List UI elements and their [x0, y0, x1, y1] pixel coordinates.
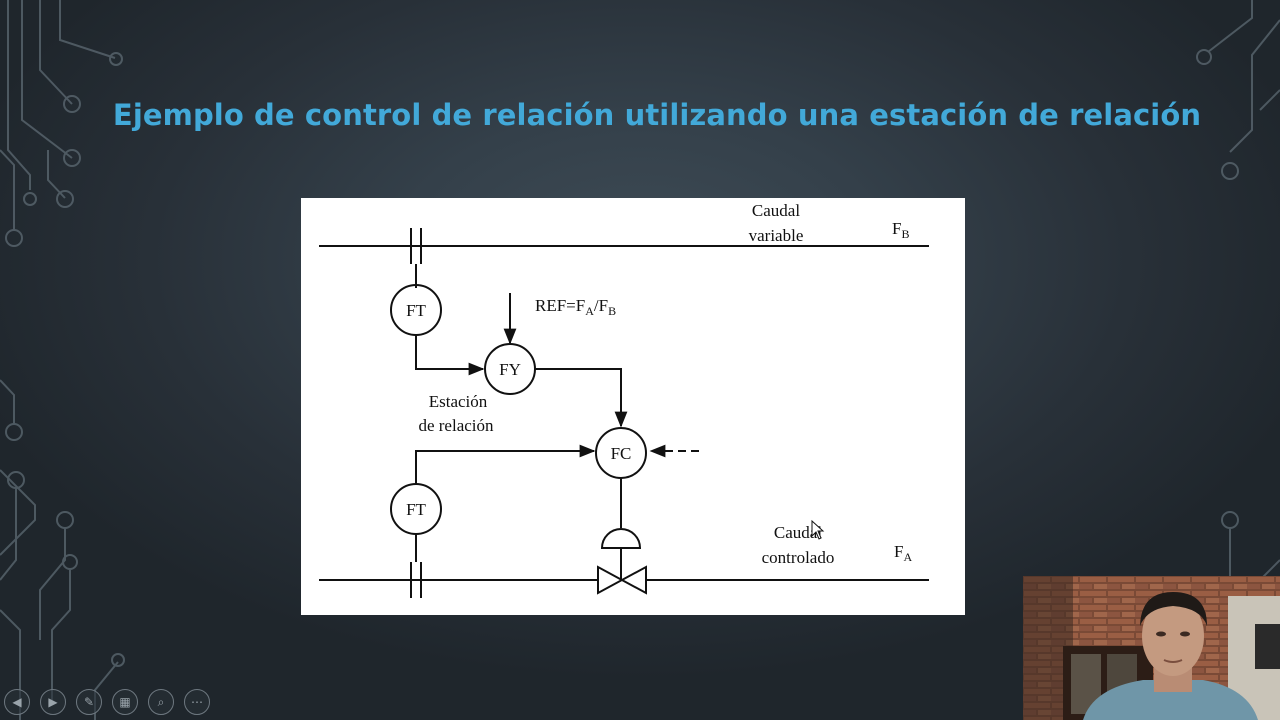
magnifier-icon: ⌕	[157, 694, 165, 709]
flow-a-label: FA	[894, 542, 912, 564]
control-valve	[597, 565, 647, 595]
ft-bottom-label: FT	[406, 500, 426, 519]
see-all-slides-button[interactable]: ▦	[112, 689, 138, 715]
fc-label: FC	[611, 444, 632, 463]
pen-button[interactable]: ✎	[76, 689, 102, 715]
slide-title: Ejemplo de control de relación utilizand…	[112, 98, 1202, 132]
more-options-button[interactable]: ⋯	[184, 689, 210, 715]
caudal-variable-line2: variable	[749, 226, 804, 245]
slideshow-toolbar: ◀ ▶ ✎ ▦ ⌕ ⋯	[4, 688, 210, 716]
next-slide-button[interactable]: ▶	[40, 689, 66, 715]
pen-icon: ✎	[83, 695, 95, 709]
caudal-variable-line1: Caudal	[752, 201, 800, 220]
slides-grid-icon: ▦	[119, 695, 131, 709]
valve-actuator	[600, 528, 642, 549]
mouse-cursor-icon	[811, 519, 825, 540]
zoom-button[interactable]: ⌕	[148, 689, 174, 715]
caudal-controlado-line1: Caudal	[774, 523, 822, 542]
circuit-decoration-left	[0, 0, 125, 720]
previous-slide-button[interactable]: ◀	[4, 689, 30, 715]
caudal-controlado-line2: controlado	[762, 548, 835, 567]
more-icon: ⋯	[191, 695, 203, 709]
play-icon: ▶	[48, 695, 58, 709]
webcam-frame	[1023, 576, 1280, 720]
flow-b-label: FB	[892, 219, 909, 241]
chevron-left-icon: ◀	[12, 695, 22, 709]
webcam-overlay	[1023, 576, 1280, 720]
ratio-control-diagram: Caudal variable FB FT REF=FA/FB FY Estac…	[301, 198, 965, 615]
estacion-line1: Estación	[429, 392, 488, 411]
ft-top-label: FT	[406, 301, 426, 320]
diagram-canvas: Caudal variable FB FT REF=FA/FB FY Estac…	[319, 201, 929, 598]
presenter-silhouette	[1083, 680, 1258, 720]
ratio-reference-label: REF=FA/FB	[535, 296, 616, 318]
fy-label: FY	[499, 360, 521, 379]
estacion-line2: de relación	[418, 416, 494, 435]
